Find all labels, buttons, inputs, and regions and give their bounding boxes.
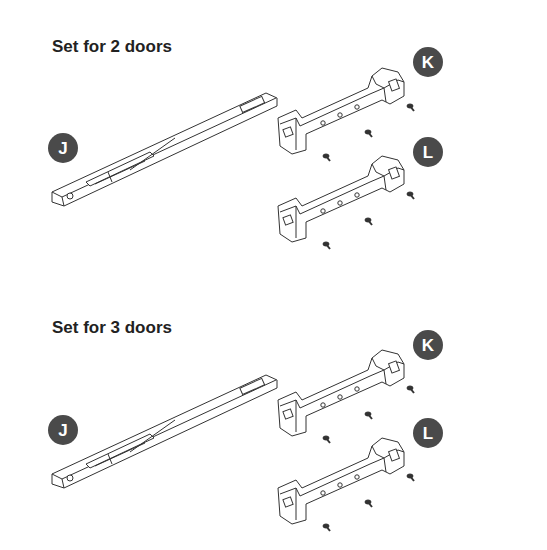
callout-circle: L [413, 137, 443, 167]
callout-letter: L [423, 144, 433, 161]
set-heading: Set for 3 doors [52, 318, 172, 338]
callout-circle: J [48, 133, 78, 163]
set-heading: Set for 2 doors [52, 37, 172, 57]
callout-letter: L [423, 425, 433, 442]
callout-letter: J [58, 140, 67, 157]
callout-letter: K [422, 54, 434, 71]
callout-circle: K [413, 330, 443, 360]
callout-circle: L [413, 418, 443, 448]
callout-letter: J [58, 422, 67, 439]
callout-circle: K [413, 47, 443, 77]
callout-circle: J [48, 415, 78, 445]
callout-letter: K [422, 337, 434, 354]
